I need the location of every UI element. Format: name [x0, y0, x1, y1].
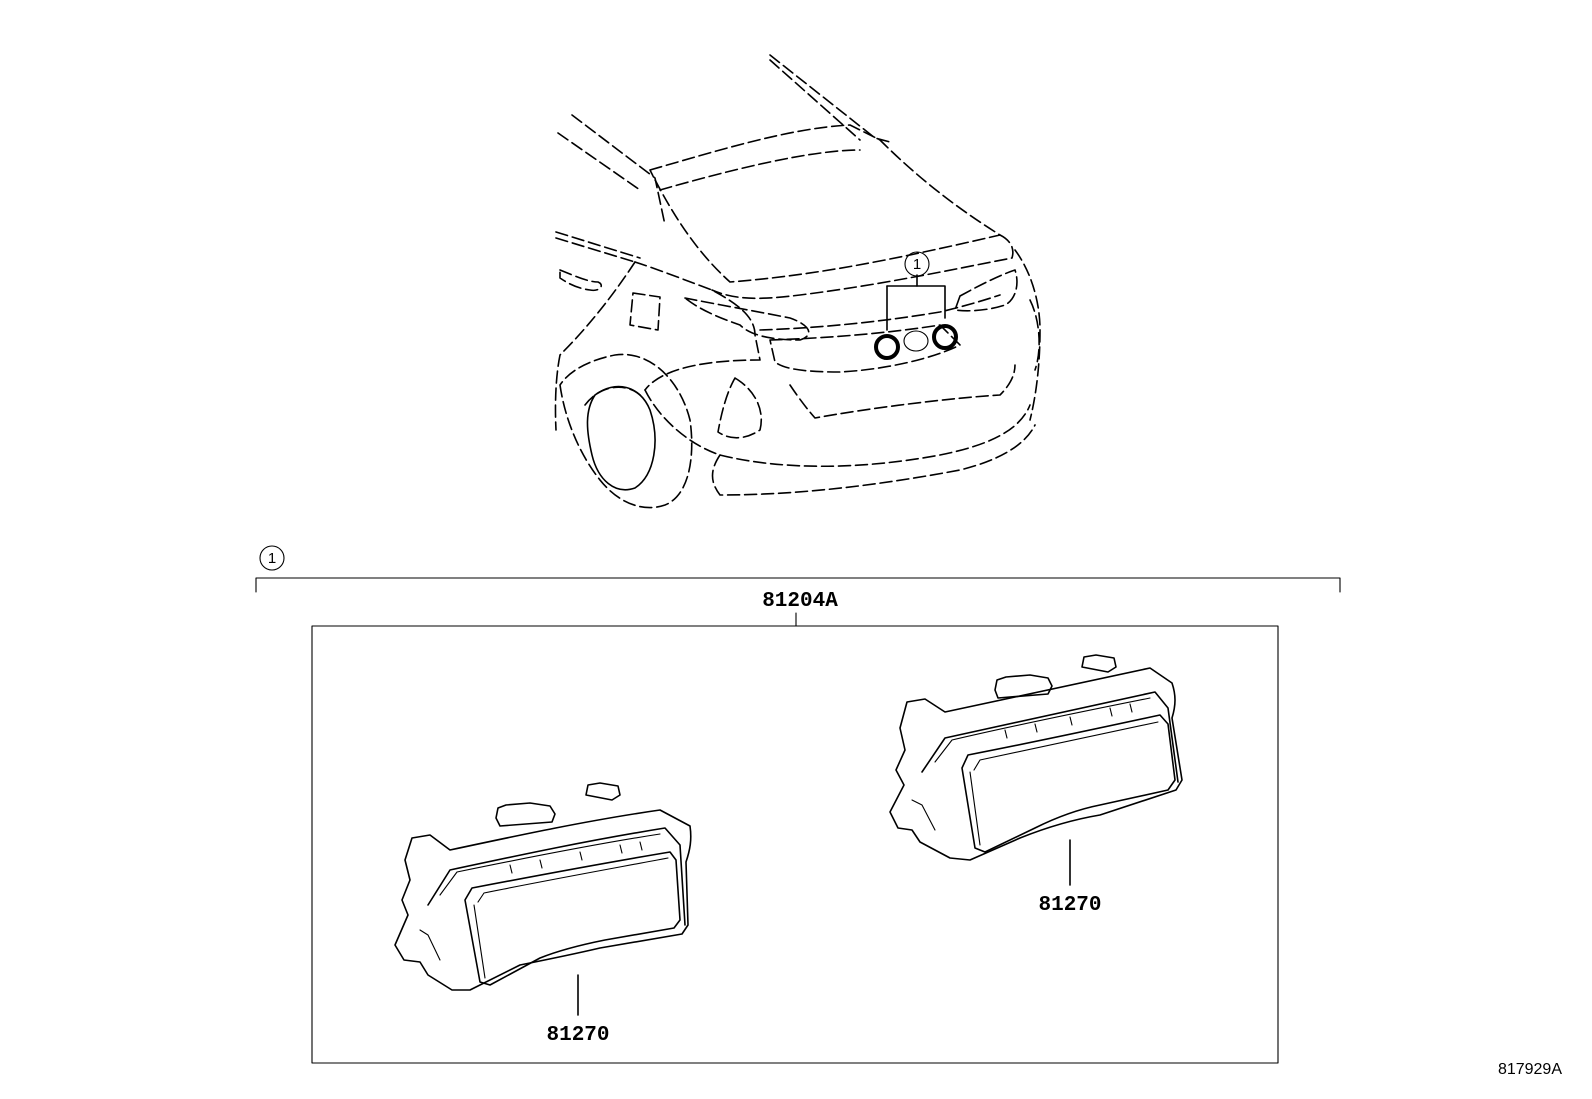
assembly-bracket-line — [255, 577, 1341, 593]
drawing-reference-label: 817929A — [1498, 1061, 1562, 1078]
callout-marker-assembly — [259, 545, 285, 571]
lamp-location-left-marker — [874, 334, 900, 360]
callout-number-assembly: 1 — [268, 550, 276, 567]
assembly-part-number-label: 81204A — [762, 590, 838, 613]
callout-number-vehicle: 1 — [913, 256, 921, 273]
license-lamp-left — [394, 782, 692, 991]
left-lamp-part-number-label: 81270 — [546, 1024, 609, 1047]
lamp-location-right-marker — [932, 324, 958, 350]
right-lamp-part-number-label: 81270 — [1038, 894, 1101, 917]
emblem-outline — [903, 330, 929, 352]
vehicle-rear-illustration — [554, 54, 1041, 509]
assembly-box — [311, 625, 1279, 1064]
callout-marker-vehicle — [904, 251, 930, 277]
license-lamp-right — [889, 654, 1183, 861]
